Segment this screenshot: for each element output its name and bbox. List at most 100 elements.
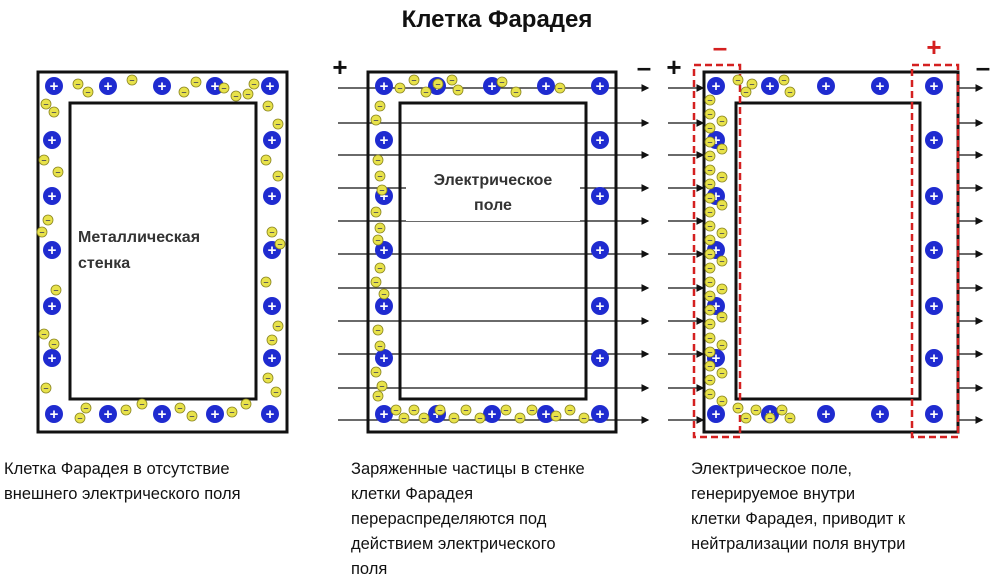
negative-charge: – — [218, 82, 230, 94]
svg-text:–: – — [437, 405, 442, 415]
negative-charge: – — [374, 262, 386, 274]
negative-charge: – — [704, 248, 716, 260]
svg-text:–: – — [787, 87, 792, 97]
negative-charge: – — [372, 324, 384, 336]
positive-charge: + — [925, 349, 943, 367]
negative-charge: – — [732, 74, 744, 86]
panel3-field-lines — [668, 84, 984, 424]
svg-text:+: + — [712, 188, 721, 205]
svg-text:+: + — [930, 242, 939, 259]
outer-wall — [366, 70, 618, 434]
negative-charge: – — [740, 412, 752, 424]
svg-text:+: + — [930, 188, 939, 205]
negative-charge: – — [578, 412, 590, 424]
svg-text:–: – — [265, 373, 270, 383]
svg-text:–: – — [397, 83, 402, 93]
svg-text:+: + — [822, 78, 831, 95]
caption-line: клетки Фарадея — [351, 485, 474, 503]
negative-charge: – — [40, 382, 52, 394]
negative-charge: – — [266, 226, 278, 238]
negative-charge: – — [48, 106, 60, 118]
svg-text:–: – — [221, 83, 226, 93]
positive-charge: + — [817, 405, 835, 423]
plus-sign: + — [666, 52, 681, 82]
svg-text:–: – — [83, 403, 88, 413]
svg-text:–: – — [719, 312, 724, 322]
caption-line: Электрическое поле, — [691, 460, 852, 478]
negative-charge: – — [48, 338, 60, 350]
svg-text:+: + — [596, 350, 605, 367]
positive-charge: + — [43, 297, 61, 315]
negative-charge: – — [272, 118, 284, 130]
negative-charge: – — [248, 78, 260, 90]
negative-charge: – — [460, 404, 472, 416]
svg-text:–: – — [779, 405, 784, 415]
svg-text:–: – — [719, 256, 724, 266]
positive-charge: + — [263, 349, 281, 367]
negative-charge: – — [716, 171, 728, 183]
svg-text:–: – — [707, 291, 712, 301]
svg-text:–: – — [275, 171, 280, 181]
positive-charge: + — [537, 77, 555, 95]
svg-text:–: – — [707, 165, 712, 175]
svg-text:–: – — [553, 411, 558, 421]
svg-text:–: – — [375, 391, 380, 401]
positive-charge: + — [537, 405, 555, 423]
negative-charge: – — [374, 100, 386, 112]
positive-charge: + — [261, 405, 279, 423]
negative-charge: – — [500, 404, 512, 416]
negative-charge: – — [174, 402, 186, 414]
field-label-line2: поле — [474, 197, 512, 214]
negative-charge: – — [374, 170, 386, 182]
svg-text:–: – — [233, 91, 238, 101]
negative-charge: – — [716, 143, 728, 155]
svg-text:–: – — [499, 77, 504, 87]
negative-charge: – — [376, 380, 388, 392]
svg-text:+: + — [712, 242, 721, 259]
svg-text:–: – — [707, 347, 712, 357]
caption-line: действием электрического — [351, 535, 556, 553]
inner-wall — [734, 101, 922, 401]
svg-text:+: + — [596, 298, 605, 315]
positive-charge: + — [375, 131, 393, 149]
svg-text:–: – — [39, 227, 44, 237]
positive-charge: + — [925, 187, 943, 205]
positive-charge: + — [99, 405, 117, 423]
negative-charge: – — [704, 220, 716, 232]
positive-charge: + — [45, 405, 63, 423]
negative-charge: – — [704, 318, 716, 330]
negative-charge: – — [240, 398, 252, 410]
svg-text:–: – — [375, 235, 380, 245]
inner-wall — [68, 101, 258, 401]
svg-text:–: – — [435, 79, 440, 89]
svg-text:+: + — [158, 406, 167, 423]
svg-text:–: – — [373, 207, 378, 217]
svg-text:–: – — [719, 228, 724, 238]
negative-charge: – — [370, 276, 382, 288]
svg-text:–: – — [707, 95, 712, 105]
svg-text:–: – — [177, 403, 182, 413]
negative-charge: – — [372, 390, 384, 402]
svg-text:+: + — [712, 78, 721, 95]
positive-charge: + — [375, 405, 393, 423]
svg-text:–: – — [719, 340, 724, 350]
negative-charge: – — [784, 86, 796, 98]
positive-charge: + — [375, 297, 393, 315]
svg-text:–: – — [269, 227, 274, 237]
negative-charge: – — [554, 82, 566, 94]
negative-charge: – — [704, 206, 716, 218]
positive-charge: + — [591, 77, 609, 95]
minus-sign: – — [637, 52, 651, 82]
negative-charge: – — [704, 178, 716, 190]
negative-charge: – — [50, 284, 62, 296]
svg-text:+: + — [542, 406, 551, 423]
svg-text:–: – — [463, 405, 468, 415]
svg-text:+: + — [930, 350, 939, 367]
negative-charge: – — [52, 166, 64, 178]
negative-charge: – — [374, 222, 386, 234]
positive-charge: + — [375, 77, 393, 95]
svg-text:+: + — [48, 298, 57, 315]
svg-text:–: – — [123, 405, 128, 415]
svg-text:–: – — [743, 413, 748, 423]
